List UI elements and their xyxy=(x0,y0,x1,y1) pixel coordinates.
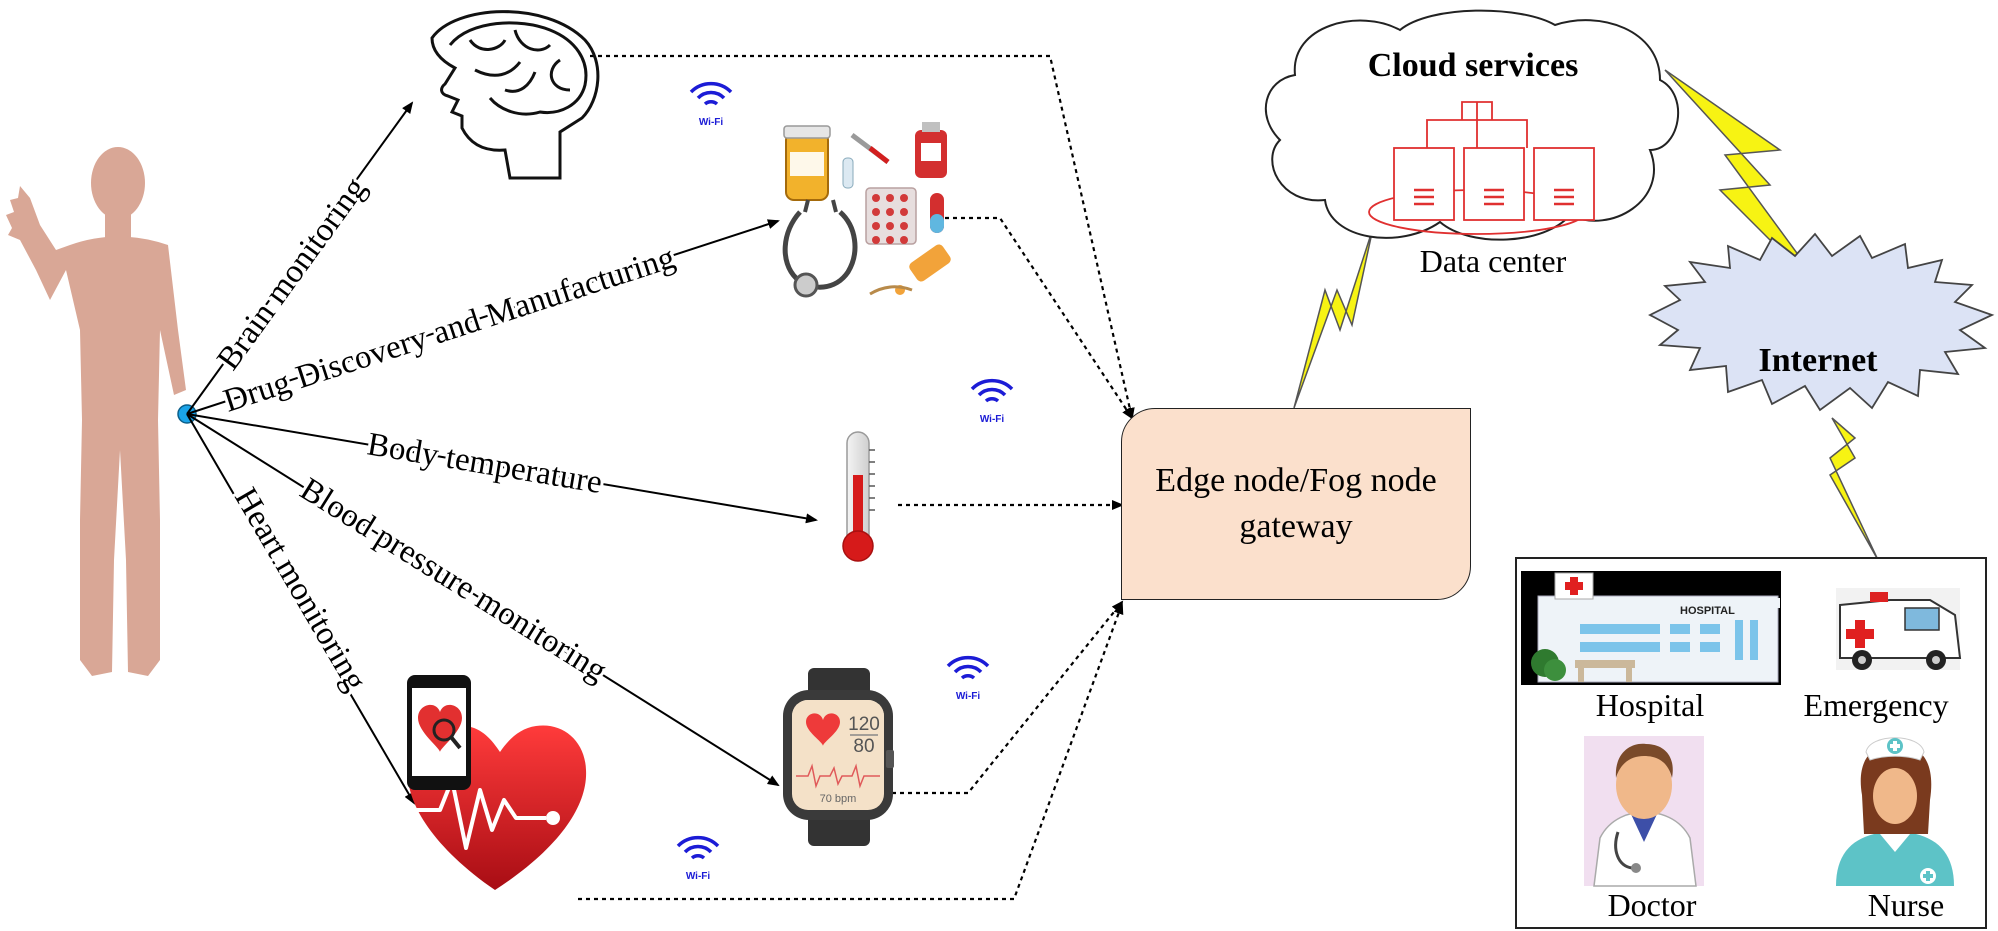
wifi-label: Wi-Fi xyxy=(686,871,711,882)
wifi-icon: Wi-Fi xyxy=(946,655,990,702)
hospital-sign: HOSPITAL xyxy=(1680,605,1735,617)
ambulance-icon xyxy=(1836,588,1962,670)
data-center-icon xyxy=(1368,101,1595,235)
cloud-services-title: Cloud services xyxy=(1368,47,1579,84)
arrow-blood-pressure xyxy=(186,413,780,787)
link-smartwatch xyxy=(892,600,1124,795)
lightning-edge-cloud xyxy=(1293,227,1374,409)
label-body-temperature: Body temperature xyxy=(365,426,605,501)
wifi-icon: Wi-Fi xyxy=(676,835,720,882)
wifi-icon: Wi-Fi xyxy=(689,81,733,128)
edge-fog-gateway-node: Edge node/Fog node gateway xyxy=(1121,408,1471,600)
watch-systolic: 120 xyxy=(848,714,880,735)
edge-node-line1: Edge node/Fog node xyxy=(1155,462,1437,499)
hospital-icon: HOSPITAL xyxy=(1521,571,1781,685)
smartphone-icon xyxy=(407,675,471,790)
wifi-label: Wi-Fi xyxy=(956,691,981,702)
sensor-labels: Brain monitoring Drug Discovery and Manu… xyxy=(207,168,682,700)
nurse-icon xyxy=(1836,737,1954,886)
brain-head-icon xyxy=(430,10,600,180)
doctor-icon xyxy=(1584,736,1704,887)
lightning-internet-hospital xyxy=(1829,417,1879,561)
edge-node-line2: gateway xyxy=(1239,508,1353,545)
internet-icon xyxy=(1648,232,1995,412)
emergency-label: Emergency xyxy=(1803,687,1948,723)
internet-label: Internet xyxy=(1759,342,1879,379)
doctor-label: Doctor xyxy=(1608,887,1697,923)
medicine-cluster-icon xyxy=(782,122,951,298)
watch-diastolic: 80 xyxy=(853,736,874,757)
nurse-label: Nurse xyxy=(1868,887,1944,923)
arrow-brain xyxy=(186,101,414,415)
sensor-connections xyxy=(186,101,818,805)
data-center-label: Data center xyxy=(1420,243,1567,279)
thermometer-icon xyxy=(842,431,875,562)
human-body-icon xyxy=(6,147,186,676)
hospital-label: Hospital xyxy=(1596,687,1705,723)
wifi-icon: Wi-Fi xyxy=(970,378,1014,425)
link-brain xyxy=(590,54,1135,420)
smartwatch-icon: 120 80 70 bpm xyxy=(783,668,894,846)
wifi-label: Wi-Fi xyxy=(980,414,1005,425)
arrow-temperature xyxy=(186,413,818,524)
link-heart xyxy=(578,602,1124,901)
wireless-links xyxy=(578,54,1135,901)
arrow-drug xyxy=(186,219,780,415)
wifi-label: Wi-Fi xyxy=(699,117,724,128)
watch-bpm: 70 bpm xyxy=(820,793,857,805)
arrow-heart xyxy=(186,413,416,805)
link-drug xyxy=(945,216,1134,420)
